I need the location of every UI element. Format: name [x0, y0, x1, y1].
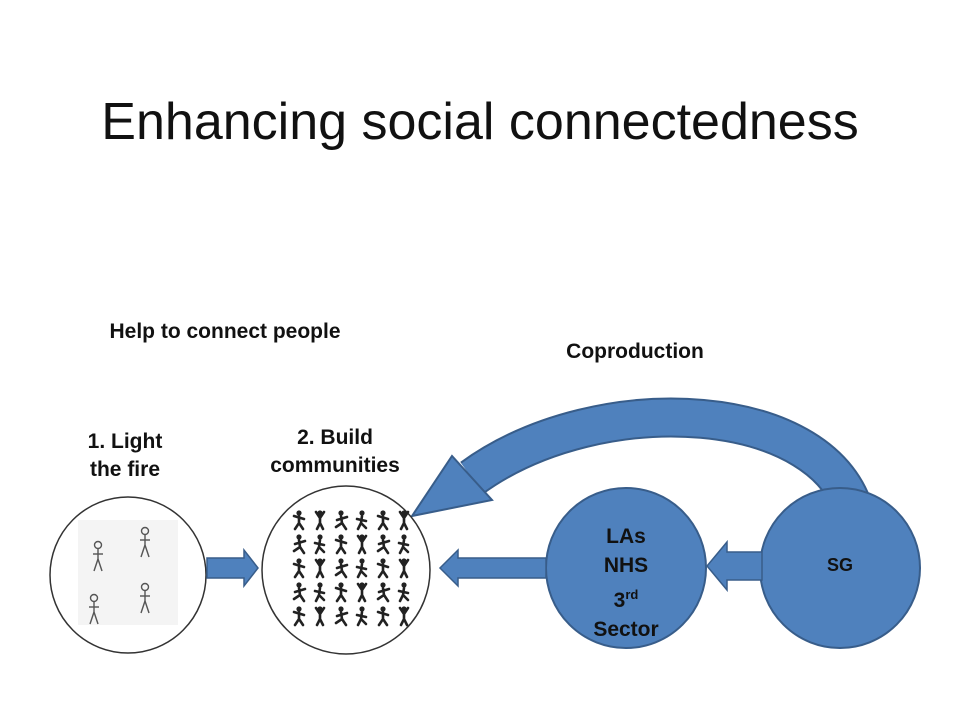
pictogram	[334, 510, 349, 531]
pictogram	[292, 534, 307, 555]
pictogram	[292, 510, 306, 531]
pictogram	[376, 558, 390, 579]
curved-arrow-icon	[409, 397, 876, 524]
pictogram	[313, 582, 326, 603]
pictogram	[356, 582, 368, 603]
partners-line2: NHS	[603, 554, 649, 577]
pictogram	[292, 582, 307, 603]
partners-line4: Sector	[593, 618, 659, 641]
pictogram	[334, 582, 348, 603]
pictogram	[398, 510, 410, 531]
partners-line3: 3rd	[613, 587, 639, 612]
pictogram	[292, 606, 306, 627]
pictogram	[314, 558, 326, 579]
pictogram	[334, 606, 349, 627]
pictogram	[314, 606, 326, 627]
step1-line1: 1. Light	[87, 430, 163, 453]
partners-label: LAs NHS 3rd Sector	[566, 522, 686, 644]
pictogram	[356, 534, 368, 555]
pictogram	[334, 558, 349, 579]
arrow-left-icon	[438, 548, 547, 588]
step1-label: 1. Light the fire	[60, 428, 190, 484]
arrow-left-icon	[706, 539, 763, 593]
pictogram	[313, 534, 326, 555]
pictogram	[355, 510, 368, 531]
pictogram	[334, 534, 348, 555]
page-title: Enhancing social connectedness	[101, 93, 859, 151]
arrow-right-icon	[206, 547, 259, 589]
sg-label: SG	[826, 555, 853, 575]
step2-circle	[261, 485, 431, 655]
step2-line2: communities	[270, 454, 400, 477]
step1-line2: the fire	[89, 458, 160, 481]
pictogram	[376, 510, 390, 531]
pictogram	[355, 606, 368, 627]
partners-line1: LAs	[606, 525, 646, 548]
pictogram	[314, 510, 326, 531]
pictogram	[398, 606, 410, 627]
pictogram	[376, 534, 391, 555]
pictogram	[397, 534, 410, 555]
step2-label: 2. Build communities	[250, 424, 420, 480]
pictogram	[292, 558, 306, 579]
pictogram	[376, 582, 391, 603]
sports-pictograms-icon	[292, 510, 410, 627]
coproduction-label: Coproduction	[566, 340, 704, 363]
pictogram	[398, 558, 410, 579]
step2-line1: 2. Build	[297, 426, 373, 449]
stick-figures-icon	[78, 520, 178, 625]
help-label: Help to connect people	[109, 320, 341, 343]
pictogram	[355, 558, 368, 579]
pictogram	[397, 582, 410, 603]
pictogram	[376, 606, 390, 627]
